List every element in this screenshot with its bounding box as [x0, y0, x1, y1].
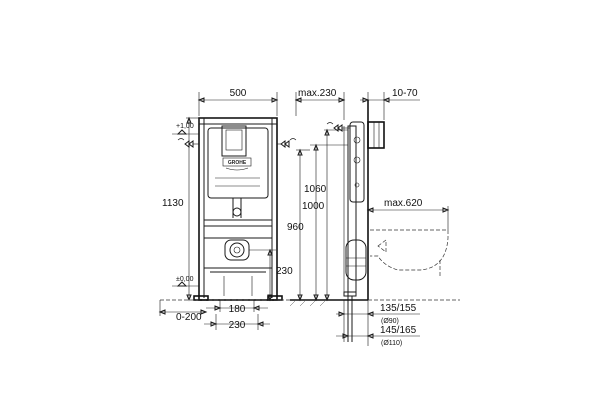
- dim-total-height: 1130: [162, 116, 199, 302]
- svg-text:500: 500: [230, 88, 247, 99]
- svg-text:(Ø90): (Ø90): [381, 318, 399, 325]
- side-view: [289, 100, 460, 342]
- dim-height-230: 230: [249, 248, 293, 302]
- svg-text:0-200: 0-200: [176, 312, 202, 323]
- water-supply-side: [326, 122, 350, 132]
- svg-text:960: 960: [287, 222, 304, 233]
- svg-text:145/165: 145/165: [380, 325, 417, 336]
- grohe-logo: GROHE: [228, 160, 247, 166]
- water-supply-right: [277, 138, 297, 148]
- outlet-pipe-side: [345, 239, 367, 281]
- svg-text:+1,00: +1,00: [176, 123, 194, 130]
- dim-max-depth: max.230: [294, 88, 346, 120]
- svg-text:±0,00: ±0,00: [176, 276, 194, 283]
- dim-max-bowl: max.620: [366, 198, 450, 230]
- foot-left: [193, 295, 209, 301]
- dim-width-230-bottom: 230: [204, 314, 270, 331]
- frame-side: [347, 125, 357, 297]
- dim-width-180: 180: [206, 300, 268, 315]
- front-view: GROHE: [160, 117, 300, 301]
- flush-plate: [221, 125, 247, 157]
- svg-text:1000: 1000: [302, 201, 325, 212]
- level-mark-bottom: ±0,00: [172, 276, 199, 287]
- dim-height-1060: 1060: [304, 128, 348, 302]
- svg-text:135/155: 135/155: [380, 303, 417, 314]
- dim-frame-width: 500: [197, 88, 279, 116]
- level-mark-top: +1,00: [172, 123, 199, 135]
- flush-plate-side: [367, 121, 385, 149]
- dim-height-1000: 1000: [302, 143, 348, 302]
- svg-text:10-70: 10-70: [392, 88, 418, 99]
- cistern-side: [349, 121, 365, 203]
- cistern: [207, 127, 269, 199]
- frame-outline: [198, 117, 278, 301]
- svg-text:230: 230: [276, 266, 293, 277]
- water-supply-left: [177, 138, 199, 148]
- dim-range-0-200: 0-200: [158, 300, 208, 323]
- svg-text:max.620: max.620: [384, 198, 423, 209]
- svg-text:180: 180: [229, 304, 246, 315]
- svg-text:max.230: max.230: [298, 88, 337, 99]
- dim-pipe-ranges: 135/155 (Ø90) 145/165 (Ø110): [336, 300, 420, 347]
- svg-text:1060: 1060: [304, 184, 327, 195]
- wc-bowl-outline: [370, 229, 449, 278]
- dim-height-960: 960: [287, 148, 310, 302]
- svg-text:(Ø110): (Ø110): [381, 340, 402, 347]
- svg-text:230: 230: [229, 320, 246, 331]
- dim-wall-range: 10-70: [360, 88, 420, 120]
- svg-text:1130: 1130: [162, 198, 184, 209]
